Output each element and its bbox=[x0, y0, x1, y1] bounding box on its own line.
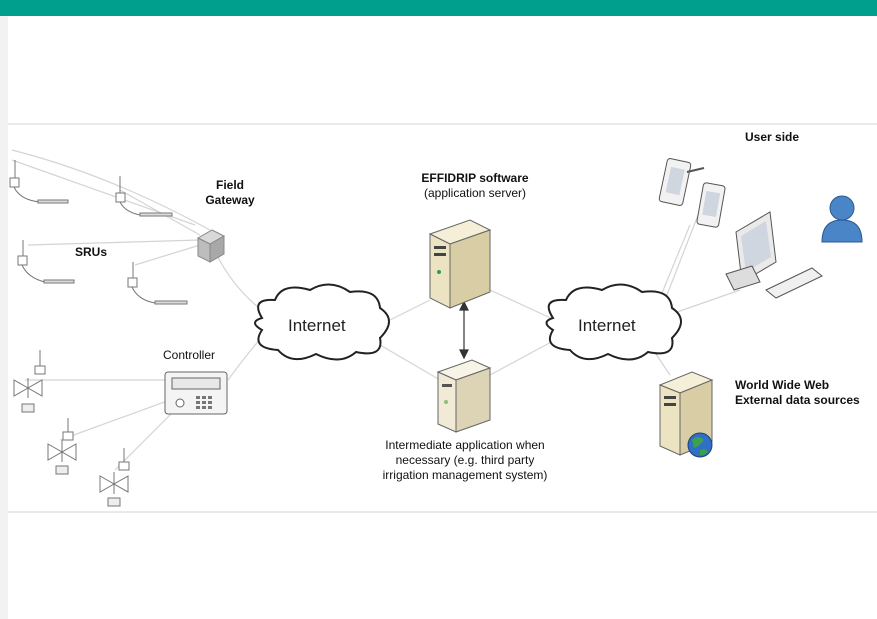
server-link-arrow bbox=[459, 300, 469, 360]
www-label-2: External data sources bbox=[735, 393, 860, 407]
intermediate-label-2: necessary (e.g. third party bbox=[395, 453, 535, 467]
effidrip-subtitle: (application server) bbox=[423, 186, 527, 200]
cloud-right bbox=[545, 283, 682, 361]
effidrip-title: EFFIDRIP software bbox=[421, 171, 529, 185]
sru-sensors bbox=[9, 160, 188, 305]
controller-label: Controller bbox=[163, 348, 216, 362]
field-gateway-label-1: Field bbox=[215, 178, 244, 192]
top-accent-bar bbox=[0, 0, 877, 16]
field-gateway-label-2: Gateway bbox=[205, 193, 255, 207]
intermediate-label-1: Intermediate application when bbox=[385, 438, 545, 452]
www-server bbox=[658, 371, 714, 458]
user-icon bbox=[821, 195, 863, 243]
user-side-label: User side bbox=[745, 130, 800, 144]
internet-right-label: Internet bbox=[578, 316, 636, 335]
www-label-1: World Wide Web bbox=[735, 378, 830, 392]
tablet-device bbox=[658, 158, 705, 206]
cloud-left bbox=[254, 283, 390, 361]
effidrip-server bbox=[428, 219, 492, 309]
valves bbox=[13, 350, 130, 507]
intermediate-server bbox=[436, 359, 492, 433]
srus-label: SRUs bbox=[75, 245, 108, 259]
intermediate-label-3: irrigation management system) bbox=[382, 468, 548, 482]
internet-left-label: Internet bbox=[288, 316, 346, 335]
controller-device bbox=[164, 371, 228, 415]
connection-lines bbox=[11, 149, 741, 471]
left-frame bbox=[0, 16, 8, 619]
desktop-computer bbox=[725, 211, 823, 299]
phone-device bbox=[696, 182, 726, 228]
field-gateway-device bbox=[196, 229, 226, 263]
